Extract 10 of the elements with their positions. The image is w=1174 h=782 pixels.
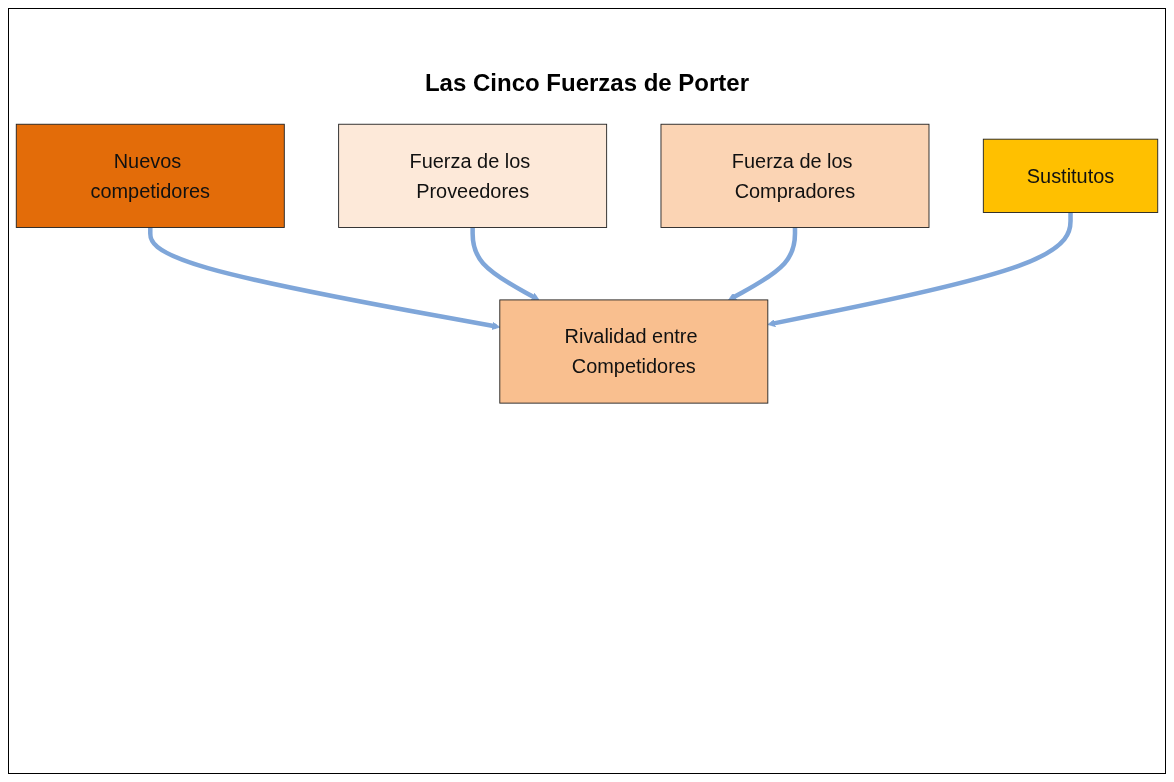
arrow — [728, 227, 798, 301]
node-box: Rivalidad entre Competidores — [499, 299, 769, 404]
node-box: Nuevos competidores — [15, 123, 285, 228]
arrow — [767, 212, 1073, 328]
node-box: Fuerza de los Compradores — [660, 123, 930, 228]
arrow — [470, 227, 540, 301]
node-box: Sustitutos — [982, 138, 1159, 213]
arrow — [148, 227, 501, 330]
node-box: Fuerza de los Proveedores — [338, 123, 608, 228]
diagram-title: Las Cinco Fuerzas de Porter — [424, 69, 750, 97]
